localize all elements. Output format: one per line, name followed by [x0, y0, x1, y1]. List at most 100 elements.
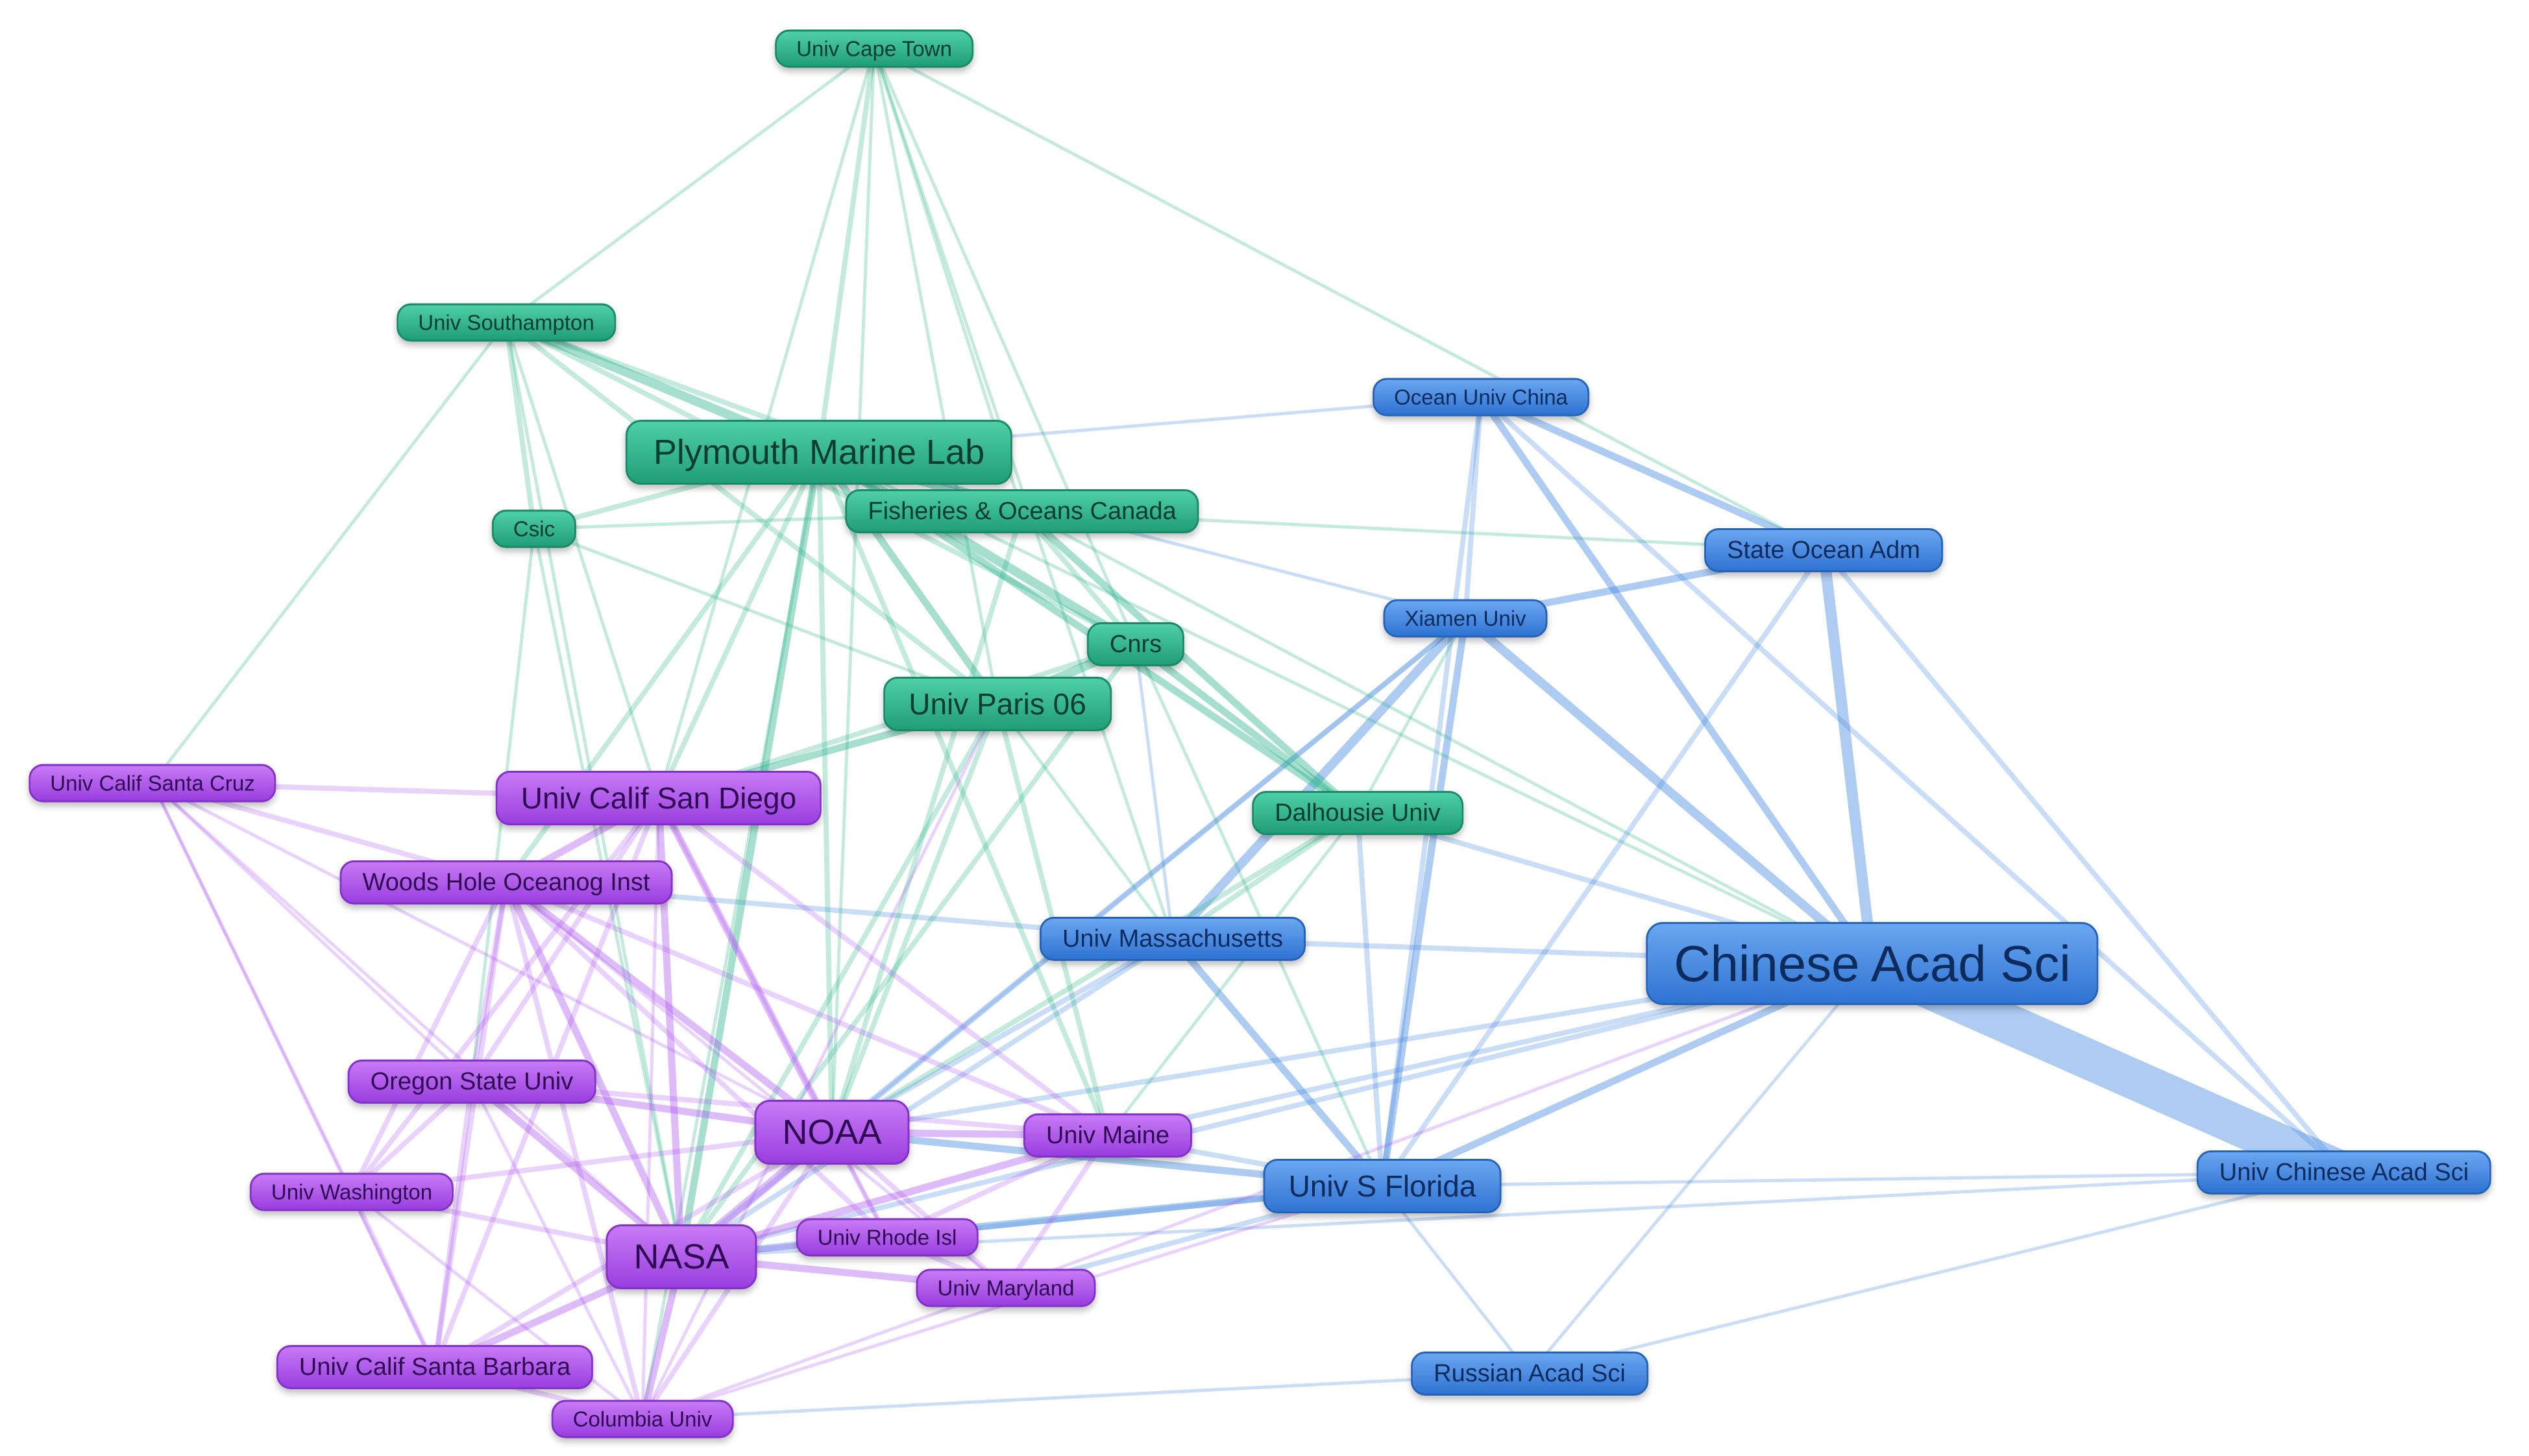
node-univ-cape-town[interactable]: Univ Cape Town — [775, 29, 973, 68]
edge-uw-columbia — [350, 1190, 644, 1421]
edge-state_ocean-ocean_china — [1477, 393, 1827, 554]
node-plymouth-marine-lab[interactable]: Plymouth Marine Lab — [625, 420, 1013, 485]
edge-whoi-rhode — [504, 880, 890, 1240]
edge-ucsd-oregon — [469, 795, 661, 1084]
edge-plymouth-cas — [817, 450, 1874, 965]
edge-umass-nasa — [679, 936, 1175, 1259]
edge-xiamen-usf — [1378, 614, 1469, 1190]
edge-plymouth-cape_town — [816, 46, 877, 455]
node-cnrs[interactable]: Cnrs — [1086, 622, 1185, 666]
edge-whoi-columbia — [504, 880, 645, 1422]
edge-ucsd-maine — [656, 795, 1110, 1138]
edge-plymouth-maine — [816, 450, 1110, 1138]
node-univ-maine[interactable]: Univ Maine — [1023, 1113, 1193, 1158]
edge-fisheries-noaa — [829, 509, 1025, 1135]
node-univ-rhode-isl[interactable]: Univ Rhode Isl — [796, 1218, 979, 1257]
node-noaa[interactable]: NOAA — [754, 1100, 910, 1165]
edge-usf-russian — [1380, 1184, 1532, 1376]
edge-southampton-paris06 — [504, 320, 1000, 707]
node-univ-calif-san-diego[interactable]: Univ Calif San Diego — [495, 771, 822, 825]
node-univ-calif-santa-barbara[interactable]: Univ Calif Santa Barbara — [276, 1345, 594, 1389]
edge-xiamen-noaa — [829, 616, 1468, 1135]
edge-whoi-oregon — [469, 880, 509, 1084]
edge-ocean_china-xiamen — [1463, 394, 1484, 621]
edge-ucas-russian — [1528, 1171, 2346, 1376]
edge-fisheries-cas — [1020, 509, 1874, 965]
edge-plymouth-ucsd — [656, 450, 822, 801]
node-nasa[interactable]: NASA — [605, 1224, 757, 1289]
edge-dalhousie-xiamen — [1356, 616, 1467, 815]
edge-whoi-noaa — [502, 879, 836, 1136]
edge-cas-russian — [1528, 962, 1874, 1376]
node-univ-calif-santa-cruz[interactable]: Univ Calif Santa Cruz — [29, 764, 276, 803]
node-univ-paris-06[interactable]: Univ Paris 06 — [883, 677, 1112, 731]
edge-usf-umass — [1169, 935, 1386, 1190]
edge-ocean_china-ucas — [1478, 394, 2347, 1175]
edge-ucsd-uw — [349, 795, 661, 1195]
edge-cape_town-paris06 — [872, 47, 999, 706]
edge-ucsc-noaa — [151, 781, 834, 1134]
edge-maine-maryland — [1003, 1133, 1110, 1291]
node-dalhousie-univ[interactable]: Dalhousie Univ — [1252, 791, 1463, 835]
edge-cape_town-cnrs — [872, 47, 1138, 646]
node-univ-maryland[interactable]: Univ Maryland — [916, 1268, 1096, 1307]
edge-cnrs-dalhousie — [1132, 640, 1362, 817]
edge-southampton-ucsd — [504, 321, 661, 800]
edge-cnrs-fisheries — [1020, 509, 1138, 647]
edge-xiamen-umass — [1168, 614, 1470, 943]
node-woods-hole-oceanog-inst[interactable]: Woods Hole Oceanog Inst — [339, 860, 673, 904]
node-chinese-acad-sci[interactable]: Chinese Acad Sci — [1646, 922, 2099, 1005]
node-univ-southampton[interactable]: Univ Southampton — [397, 303, 616, 342]
node-univ-massachusetts[interactable]: Univ Massachusetts — [1039, 917, 1306, 961]
edge-ucsc-nasa — [151, 781, 683, 1259]
edge-cape_town-noaa — [830, 47, 876, 1134]
edge-usf-ucas — [1380, 1171, 2346, 1188]
edge-ucsc-oregon — [151, 781, 474, 1084]
edge-dalhousie-noaa — [829, 810, 1360, 1135]
node-univ-chinese-acad-sci[interactable]: Univ Chinese Acad Sci — [2196, 1150, 2492, 1195]
edge-southampton-cape_town — [504, 47, 876, 324]
edge-plymouth-noaa — [816, 450, 835, 1135]
edge-cas-ocean_china — [1477, 393, 1876, 967]
edge-uw-ucsb — [349, 1189, 437, 1370]
node-ocean-univ-china[interactable]: Ocean Univ China — [1373, 378, 1589, 417]
node-univ-washington[interactable]: Univ Washington — [249, 1172, 454, 1211]
node-univ-s-florida[interactable]: Univ S Florida — [1263, 1159, 1502, 1213]
edge-umass-cnrs — [1134, 642, 1175, 941]
edge-cas-nasa — [679, 961, 1875, 1259]
edge-plymouth-nasa — [678, 448, 823, 1261]
edge-ucsc-uw — [151, 781, 354, 1194]
edge-ucsd-noaa — [655, 794, 836, 1136]
edge-whoi-ucsb — [432, 880, 509, 1370]
edge-ucsc-ucsb — [151, 781, 437, 1369]
edge-southampton-csic — [504, 320, 537, 531]
edge-paris06-umass — [996, 702, 1175, 941]
edge-whoi-maine — [504, 880, 1110, 1138]
node-csic[interactable]: Csic — [491, 509, 577, 548]
edge-cas-state_ocean — [1818, 544, 1878, 969]
edge-oregon-ucsb — [432, 1079, 474, 1370]
edge-fisheries-dalhousie — [1018, 507, 1362, 817]
node-fisheries-oceans-canada[interactable]: Fisheries & Oceans Canada — [845, 489, 1199, 533]
edge-whoi-uw — [349, 880, 509, 1195]
edge-cape_town-state_ocean — [872, 47, 1826, 552]
edge-cnrs-usf — [1134, 642, 1384, 1188]
node-state-ocean-adm[interactable]: State Ocean Adm — [1704, 528, 1943, 572]
node-russian-acad-sci[interactable]: Russian Acad Sci — [1411, 1352, 1648, 1396]
edge-usf-dalhousie — [1355, 810, 1385, 1189]
node-columbia-univ[interactable]: Columbia Univ — [551, 1400, 734, 1438]
edge-cas-xiamen — [1461, 614, 1877, 968]
node-oregon-state-univ[interactable]: Oregon State Univ — [347, 1060, 596, 1104]
edge-paris06-nasa — [679, 701, 1000, 1259]
edge-southampton-ucsc — [151, 321, 508, 785]
node-xiamen-univ[interactable]: Xiamen Univ — [1383, 599, 1548, 638]
edge-oregon-columbia — [470, 1080, 644, 1421]
edge-dalhousie-maine — [1106, 811, 1360, 1137]
edge-state_ocean-ucas — [1821, 548, 2347, 1175]
edge-csic-paris06 — [532, 527, 999, 706]
edge-columbia-paris06 — [641, 702, 999, 1421]
edge-paris06-noaa — [829, 701, 1000, 1135]
edge-maryland-columbia — [641, 1286, 1008, 1421]
